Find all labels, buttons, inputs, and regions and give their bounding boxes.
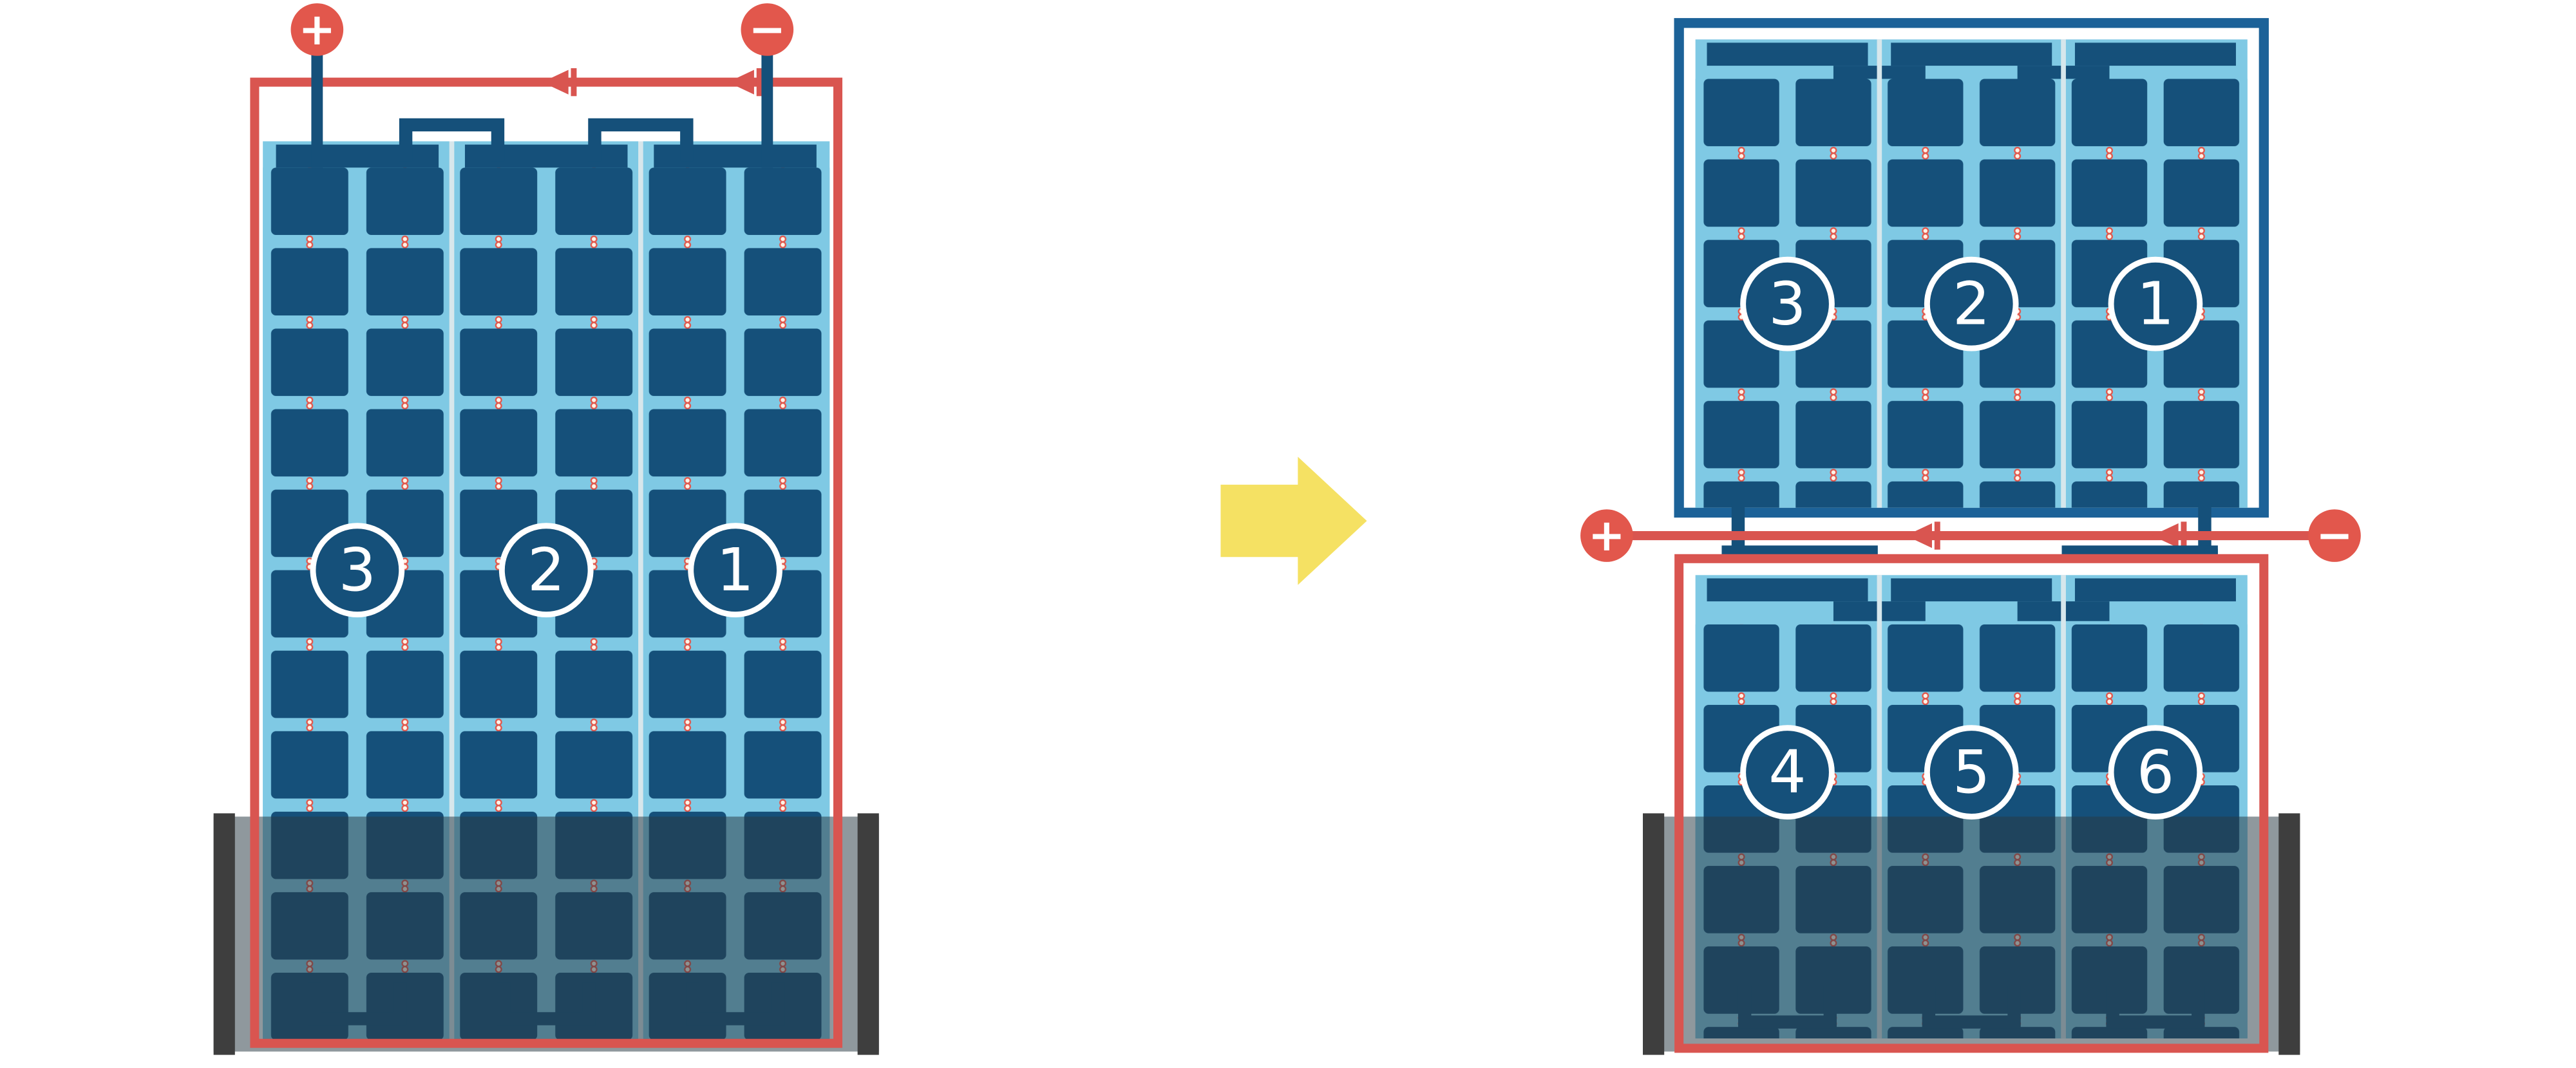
right-bottom-string: 4 5 6 <box>1643 554 2300 1055</box>
module-circle: 2 <box>1924 256 2019 351</box>
module-number: 1 <box>2137 270 2174 339</box>
left-string-diagram: + − 3 2 1 <box>213 3 879 1055</box>
module-circle: 6 <box>2108 725 2203 820</box>
module-circle: 3 <box>1740 256 1835 351</box>
terminal-stem <box>1731 503 1745 552</box>
module-number: 3 <box>1768 270 1806 339</box>
right-strings-diagram: 3 2 1 + <box>1580 18 2361 1055</box>
right-top-string: 3 2 1 <box>1674 18 2269 518</box>
module-circle: 3 <box>310 523 405 618</box>
shade-overlay <box>213 816 879 1052</box>
bus-bar <box>654 144 817 169</box>
minus-terminal-label: − <box>2316 510 2353 561</box>
current-arrow-icon <box>1906 521 1940 550</box>
string-border-bottom <box>1674 554 2269 1053</box>
module-circle: 4 <box>1740 725 1835 820</box>
transform-arrow-icon <box>1220 456 1367 585</box>
minus-terminal: − <box>741 3 794 56</box>
module-number: 5 <box>1953 738 1990 807</box>
module-number: 3 <box>339 536 376 604</box>
module-number: 1 <box>716 536 753 604</box>
fence-post <box>2278 813 2300 1055</box>
shade-overlay <box>1643 816 2300 1052</box>
current-arrow-icon <box>542 68 577 97</box>
minus-terminal-label: − <box>748 4 786 55</box>
module-circle: 1 <box>688 523 782 618</box>
plus-terminal-label: + <box>1588 510 1625 561</box>
terminal-stem <box>761 49 773 168</box>
fence-post <box>857 813 879 1055</box>
plus-terminal-label: + <box>298 4 336 55</box>
module-number: 6 <box>2137 738 2174 807</box>
bus-bar <box>464 144 628 169</box>
current-arrow-icon <box>728 68 762 97</box>
bus-bar <box>276 144 439 169</box>
terminal-stem <box>2198 503 2211 552</box>
module-circle: 5 <box>1924 725 2019 820</box>
module-number: 4 <box>1768 738 1806 807</box>
bus-bar <box>1891 578 2052 602</box>
bus-bar <box>2074 42 2236 66</box>
bus-bar <box>1891 42 2052 66</box>
bus-bar <box>1707 578 1868 602</box>
plus-terminal: + <box>1580 509 1633 562</box>
terminal-stem <box>311 49 323 168</box>
module-number: 2 <box>1953 270 1990 339</box>
series-link <box>399 118 505 162</box>
fence-post <box>1643 813 1665 1055</box>
series-link <box>588 118 694 162</box>
bus-bar <box>1707 42 1868 66</box>
current-arrow-icon <box>2152 521 2187 550</box>
minus-terminal: − <box>2308 509 2361 562</box>
fence-post <box>213 813 235 1055</box>
module-circle: 1 <box>2108 256 2203 351</box>
module-number: 2 <box>527 536 565 604</box>
plus-terminal: + <box>290 3 344 56</box>
bus-bar <box>2074 578 2236 602</box>
module-circle: 2 <box>498 523 594 618</box>
